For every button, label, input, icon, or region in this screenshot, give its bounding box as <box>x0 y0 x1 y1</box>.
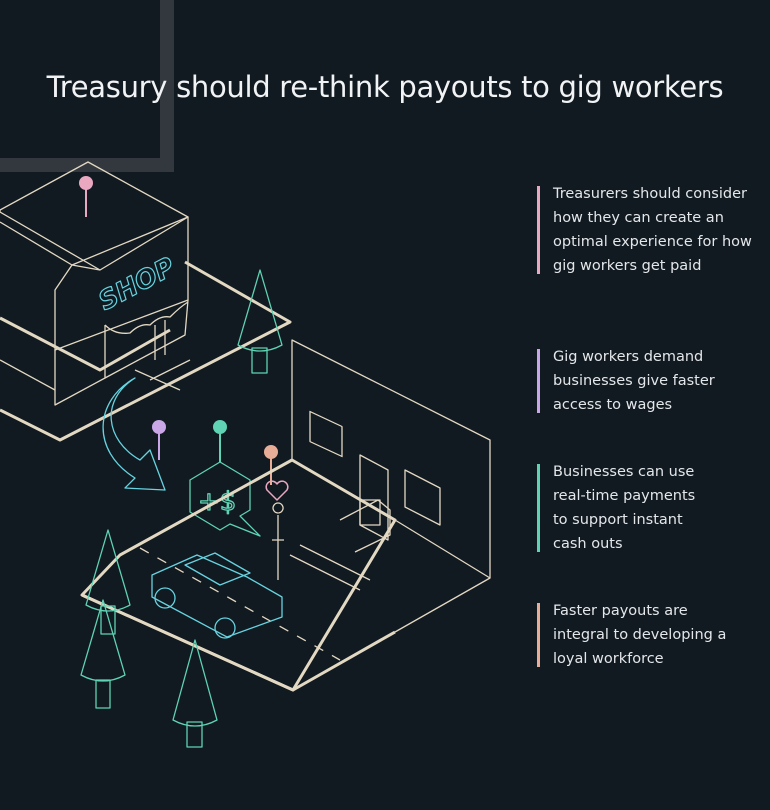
note-3: Businesses can use real-time payments to… <box>537 460 703 556</box>
note-accent-bar <box>537 349 540 413</box>
house <box>80 339 491 692</box>
curved-arrow-icon <box>102 377 166 491</box>
car <box>151 552 283 639</box>
lavender-pin <box>152 420 166 460</box>
note-accent-bar <box>537 603 540 667</box>
teal-pin <box>213 420 227 462</box>
note-2: Gig workers demand businesses give faste… <box>537 345 718 417</box>
pink-pin <box>79 176 93 217</box>
peach-pin <box>264 445 278 485</box>
page-title: Treasury should re-think payouts to gig … <box>46 70 724 104</box>
note-text: Faster payouts are integral to developin… <box>553 603 727 667</box>
note-text: Businesses can use real-time payments to… <box>553 464 696 552</box>
note-accent-bar <box>537 186 540 274</box>
note-1: Treasurers should consider how they can … <box>537 182 753 278</box>
money-bubble-icon: +$ <box>189 461 261 537</box>
note-accent-bar <box>537 464 540 552</box>
note-4: Faster payouts are integral to developin… <box>537 599 733 671</box>
trees <box>80 269 283 748</box>
note-text: Treasurers should consider how they can … <box>553 186 752 274</box>
heart-icon <box>265 480 289 501</box>
shop-building <box>0 161 292 442</box>
decorative-frame <box>0 0 174 172</box>
note-text: Gig workers demand businesses give faste… <box>553 349 715 413</box>
